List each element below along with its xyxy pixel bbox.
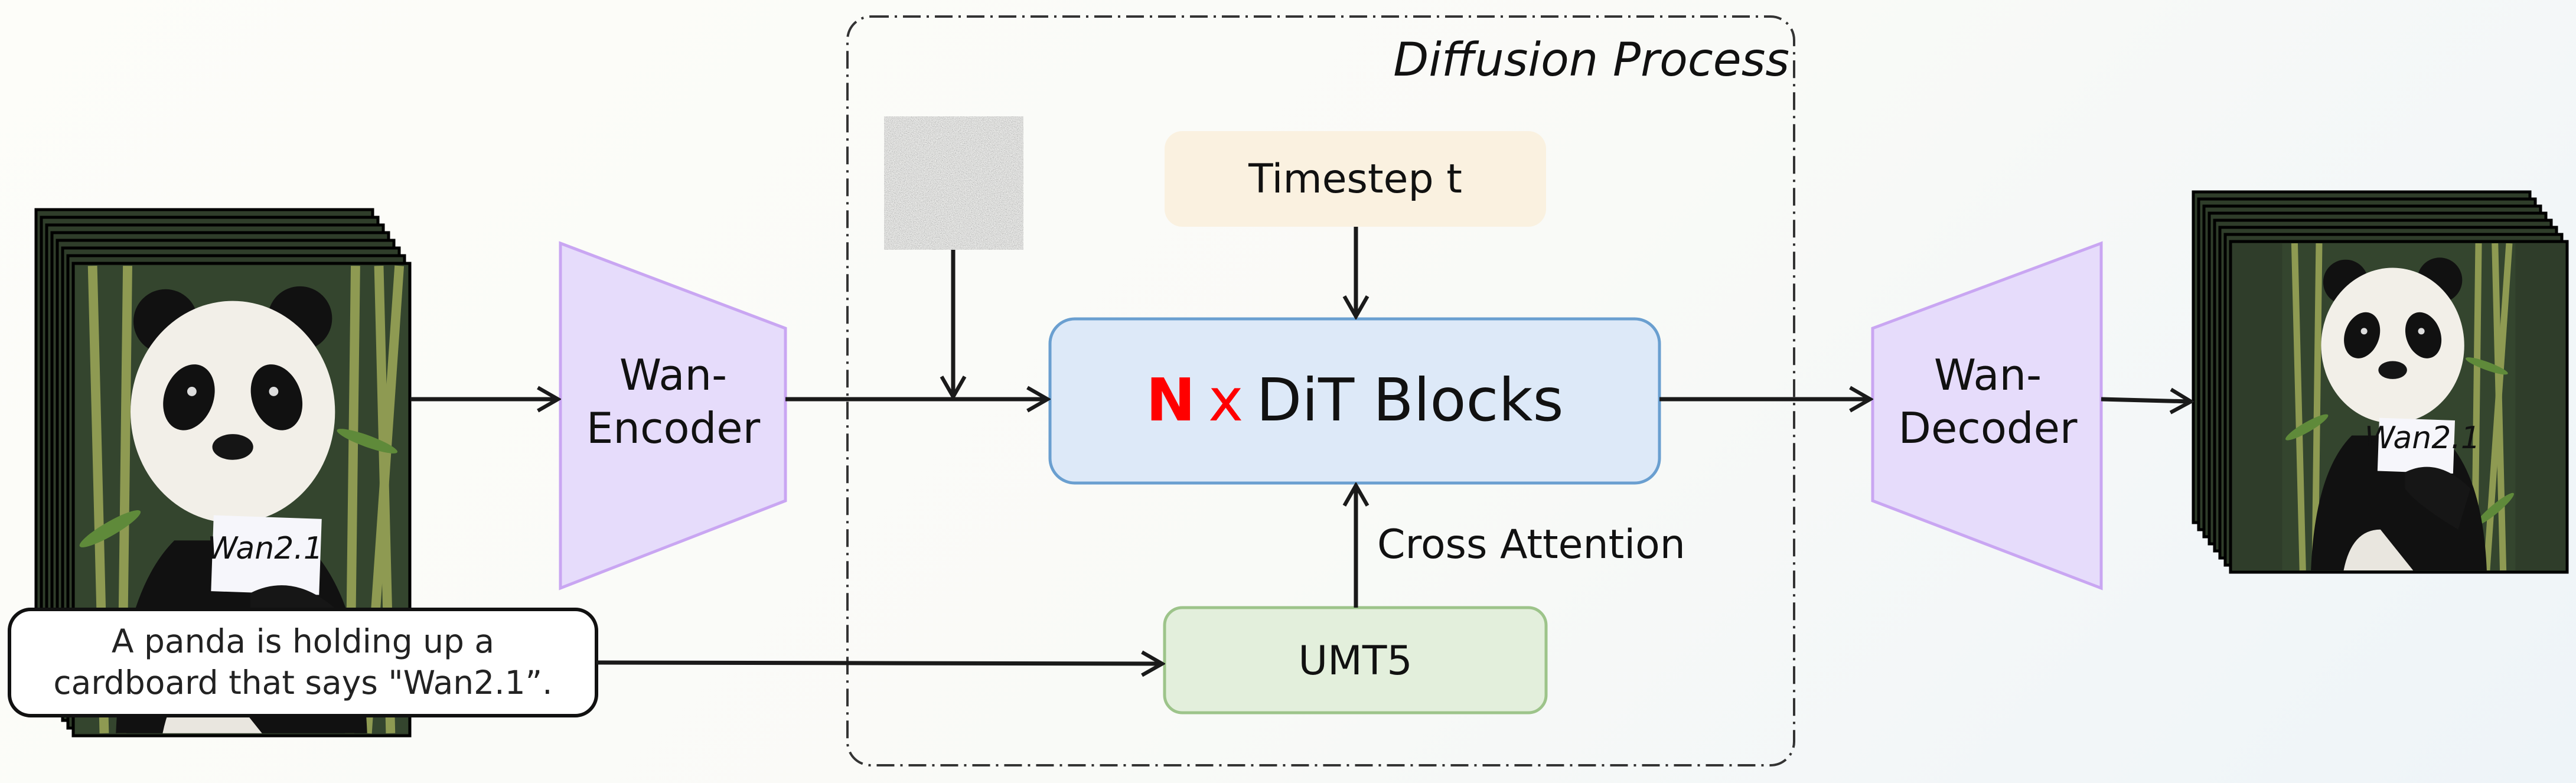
- encoder-label-line2: Encoder: [586, 403, 761, 453]
- arrow-prompt-to-umt5: [596, 663, 1162, 664]
- panda-sign-text: Wan2.1: [2365, 420, 2480, 456]
- decoder-label-line2: Decoder: [1899, 403, 2078, 453]
- dit-label: DiT Blocks: [1256, 366, 1563, 435]
- timestep-box: [1165, 131, 1546, 227]
- dit-n: N: [1146, 366, 1195, 435]
- timestep-label: Timestep t: [1248, 156, 1462, 203]
- umt5-label: UMT5: [1298, 638, 1412, 684]
- arrow-decoder-to-frames: [2101, 399, 2191, 402]
- decoder-label-line1: Wan-: [1934, 350, 2042, 400]
- dit-x: x: [1208, 366, 1243, 435]
- panda-sign-text: Wan2.1: [207, 531, 323, 566]
- diffusion-process-title: Diffusion Process: [1393, 34, 1789, 87]
- gaussian-noise-image: [884, 116, 1023, 250]
- panda-image: [2282, 243, 2517, 570]
- output-video-frames: Wan2.1: [2192, 190, 2569, 574]
- prompt-line2: cardboard that says "Wan2.1”.: [53, 664, 552, 702]
- prompt-line1: A panda is holding up a: [112, 622, 494, 660]
- wan-encoder-block: [559, 241, 787, 590]
- wan-decoder-block: [1871, 241, 2103, 590]
- cross-attention-label: Cross Attention: [1377, 521, 1685, 568]
- encoder-label-line1: Wan-: [619, 350, 727, 400]
- diffusion-process-box: [846, 15, 1795, 766]
